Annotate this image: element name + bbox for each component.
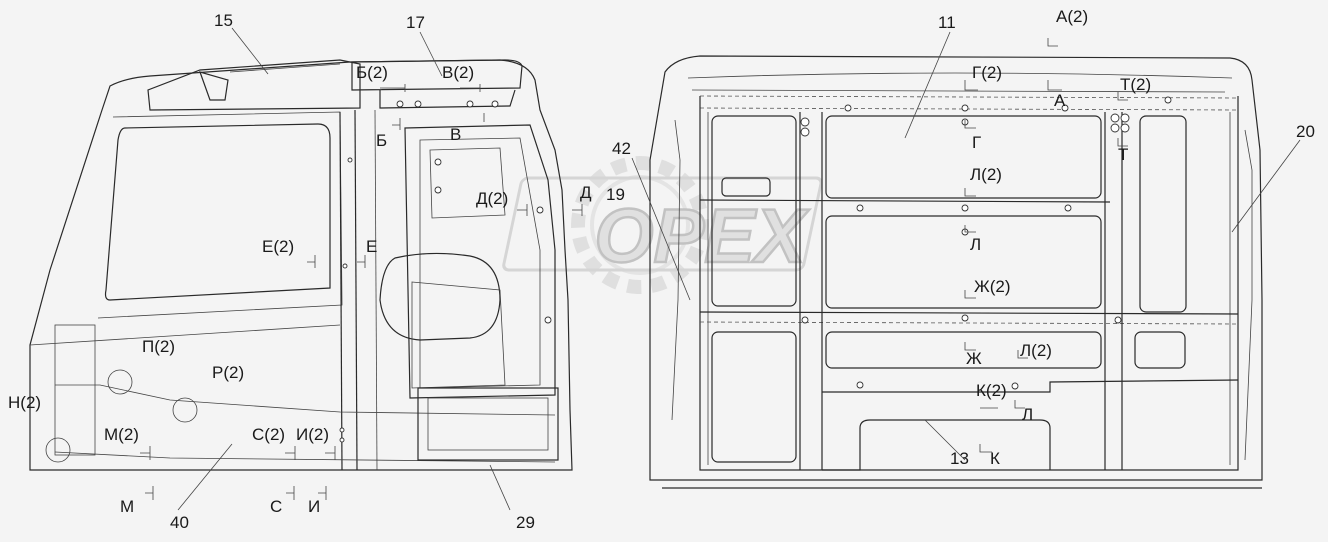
mark-s2: С(2) xyxy=(252,425,285,444)
mark-t: Т xyxy=(1118,145,1128,164)
mark-m2: М(2) xyxy=(104,425,139,444)
mark-a2: А(2) xyxy=(1056,7,1088,26)
mark-l2: Л xyxy=(1022,405,1033,424)
callout-20: 20 xyxy=(1296,122,1315,141)
callout-11: 11 xyxy=(938,13,956,32)
callout-42: 42 xyxy=(612,139,631,158)
mark-v: В xyxy=(450,125,461,144)
mark-i2: И(2) xyxy=(296,425,329,444)
mark-k2: К(2) xyxy=(976,381,1007,400)
mark-l2b: Л(2) xyxy=(1020,341,1052,360)
callout-15: 15 xyxy=(214,11,233,30)
callout-40: 40 xyxy=(170,513,189,532)
mark-t2: Т(2) xyxy=(1120,75,1151,94)
right-cab-rear-view xyxy=(631,31,1301,489)
callout-13: 13 xyxy=(950,449,969,468)
mark-i: И xyxy=(308,497,320,516)
mark-g2: Г(2) xyxy=(972,63,1002,82)
mark-e2: Е(2) xyxy=(262,237,294,256)
mark-b2: Б(2) xyxy=(356,63,388,82)
mark-r2: Р(2) xyxy=(212,363,244,382)
mark-d: Д xyxy=(580,183,592,202)
callout-29: 29 xyxy=(516,513,535,532)
mark-g: Г xyxy=(972,133,981,152)
mark-l2a: Л(2) xyxy=(970,165,1002,184)
mark-a: А xyxy=(1054,91,1066,110)
mark-zh2: Ж(2) xyxy=(974,277,1010,296)
mark-p2: П(2) xyxy=(142,337,175,356)
mark-v2: В(2) xyxy=(442,63,474,82)
callout-19: 19 xyxy=(606,185,625,204)
mark-s: С xyxy=(270,497,282,516)
mark-b: Б xyxy=(376,131,387,150)
mark-d2: Д(2) xyxy=(476,189,508,208)
mark-m: М xyxy=(120,497,134,516)
mark-e: Е xyxy=(366,237,377,256)
mark-n2: Н(2) xyxy=(8,393,41,412)
mark-zh: Ж xyxy=(966,349,982,368)
callout-numbers: 15 17 11 20 42 19 40 29 13 xyxy=(170,11,1315,532)
left-cab-side-view xyxy=(29,27,573,511)
callout-17: 17 xyxy=(406,13,425,32)
watermark-text: OPEX xyxy=(594,194,809,279)
mark-l1: Л xyxy=(970,235,981,254)
section-mark-labels: Б(2) В(2) Б В Д(2) Д Е(2) Е П(2) Р(2) Н(… xyxy=(8,7,1151,516)
section-arrows xyxy=(140,38,1128,500)
mark-k: К xyxy=(990,449,1000,468)
watermark-logo: OPEX xyxy=(502,156,823,294)
